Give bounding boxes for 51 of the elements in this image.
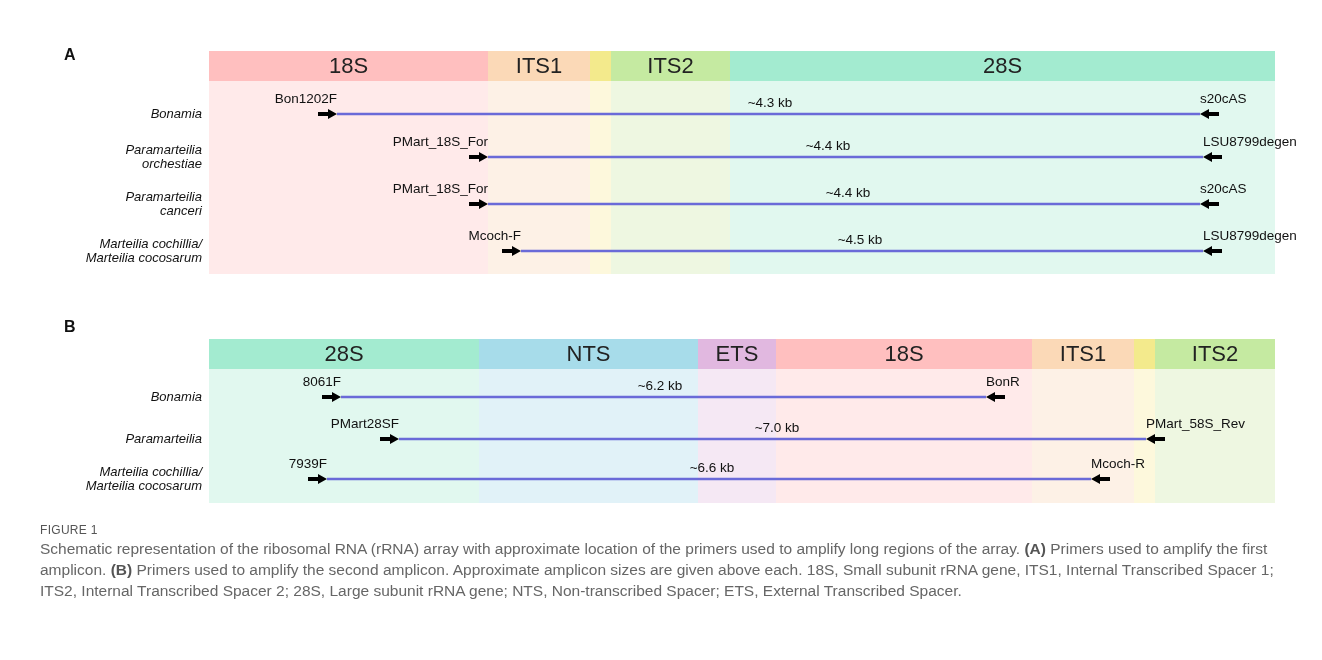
edge-label: ~4.3 kb xyxy=(747,95,793,110)
region-header: 18S xyxy=(776,339,1032,369)
panel-letter: A xyxy=(64,46,76,64)
amplicon-line xyxy=(488,202,1200,206)
primer-name: LSU8799degen xyxy=(1203,228,1297,243)
region-header: ITS2 xyxy=(1155,339,1275,369)
primer-name: Bon1202F xyxy=(274,91,337,106)
primer-name: LSU8799degen xyxy=(1203,134,1297,149)
species-name: Paramarteilia canceri xyxy=(124,190,202,218)
edge-label: ~4.4 kb xyxy=(825,185,871,200)
region-header: ITS1 xyxy=(488,51,590,81)
region-header: 18S xyxy=(209,51,488,81)
amplicon-line xyxy=(521,249,1203,253)
primer-name: PMart_58S_Rev xyxy=(1146,416,1246,431)
region-header: ITS1 xyxy=(1032,339,1134,369)
figure-label: FIGURE 1 xyxy=(40,523,98,537)
amplicon-line xyxy=(327,477,1091,481)
panel-letter: B xyxy=(64,318,76,336)
species-name: Marteilia cochillia/ Marteilia cocosarum xyxy=(84,237,202,265)
primer-name: 7939F xyxy=(288,456,327,471)
region-band xyxy=(590,51,611,81)
species-name: Bonamia xyxy=(149,390,202,404)
edge-label: ~4.4 kb xyxy=(805,138,851,153)
primer-name: 8061F xyxy=(302,374,341,389)
primer-name: Mcoch-R xyxy=(1091,456,1145,471)
amplicon-line xyxy=(341,395,986,399)
primer-name: Mcoch-F xyxy=(468,228,521,243)
species-name: Marteilia cochillia/ Marteilia cocosarum xyxy=(84,465,202,493)
edge-label: ~7.0 kb xyxy=(754,420,800,435)
region-header: 28S xyxy=(209,339,479,369)
region-header: ITS2 xyxy=(611,51,730,81)
primer-name: BonR xyxy=(986,374,1020,389)
region-header: NTS xyxy=(479,339,698,369)
edge-label: ~4.5 kb xyxy=(837,232,883,247)
primer-name: s20cAS xyxy=(1200,91,1247,106)
caption: Schematic representation of the ribosomal RNA (rRNA) array with approximate location of the primers used to amplify long regions of the array. (A) Primers used to amplify the first amplicon. (B) Primers used to amplify the second amplicon. Approximate amplicon sizes are given above each. 18S, Small subunit rRNA gene, ITS1, Internal Transcribed Spacer 1; ITS2, Internal Transcribed Spacer 2; 28S, Large subunit rRNA gene; NTS, Non-transcribed Spacer; ETS, External Transcribed Spacer. xyxy=(40,539,1275,601)
primer-name: PMart_18S_For xyxy=(392,134,488,149)
amplicon-line xyxy=(488,155,1203,159)
primer-name: PMart28SF xyxy=(330,416,399,431)
region-header: 28S xyxy=(730,51,1275,81)
primer-name: PMart_18S_For xyxy=(392,181,488,196)
edge-label: ~6.2 kb xyxy=(637,378,683,393)
region-header: ETS xyxy=(698,339,776,369)
primer-name: s20cAS xyxy=(1200,181,1247,196)
species-name: Bonamia xyxy=(149,107,202,121)
amplicon-line xyxy=(399,437,1146,441)
region-band xyxy=(1134,339,1155,369)
species-name: Paramarteilia orchestiae xyxy=(124,143,202,171)
amplicon-line xyxy=(337,112,1200,116)
edge-label: ~6.6 kb xyxy=(689,460,735,475)
species-name: Paramarteilia xyxy=(124,432,202,446)
